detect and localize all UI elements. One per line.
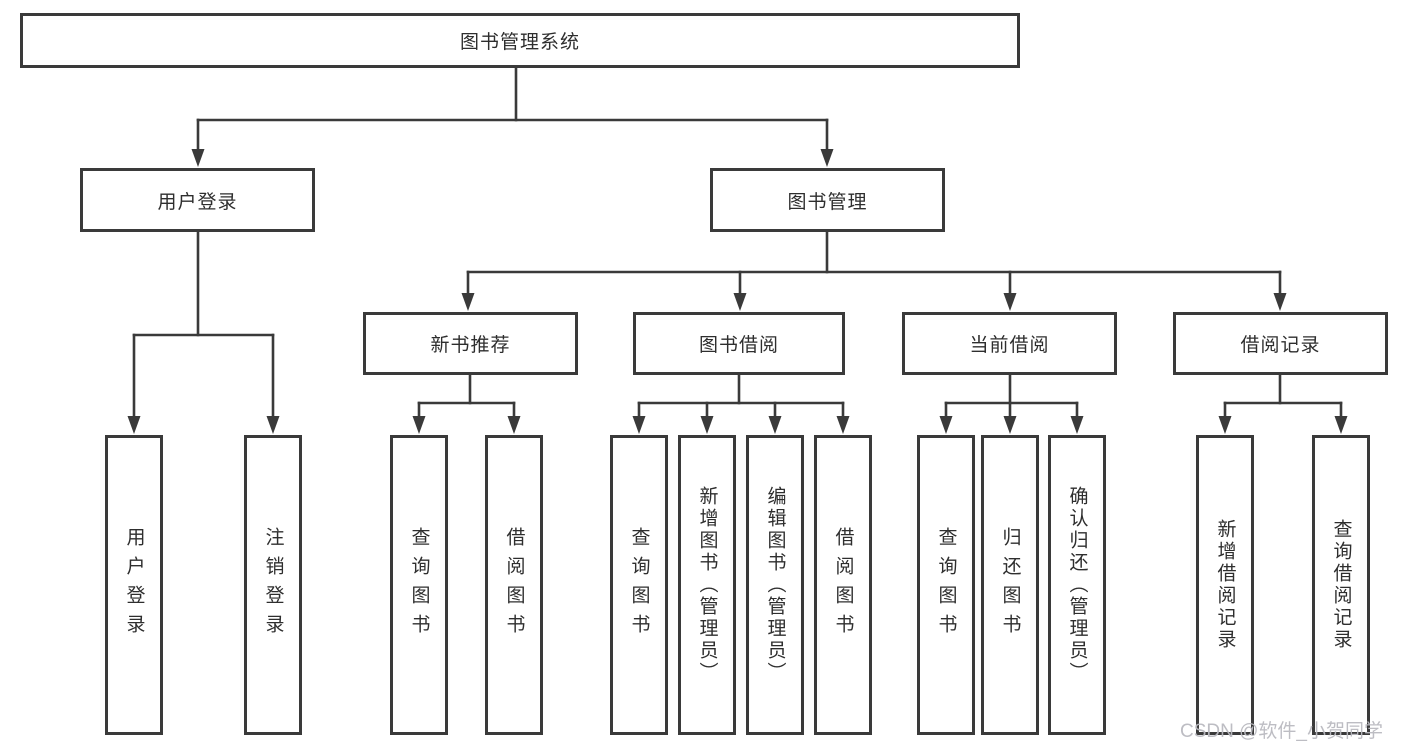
connector-book-management bbox=[461, 230, 1287, 311]
connector-current-borrow bbox=[939, 373, 1084, 434]
node-user-login: 用户登录 bbox=[80, 168, 315, 232]
leaf-add-book-admin: 新增图书（管理员） bbox=[678, 435, 736, 735]
leaf-borrow-books-2: 借阅图书 bbox=[814, 435, 872, 735]
connector-new-book-recommend bbox=[412, 373, 521, 434]
leaf-user-login: 用户登录 bbox=[105, 435, 163, 735]
node-new-book-recommend: 新书推荐 bbox=[363, 312, 578, 375]
csdn-watermark: CSDN @软件_小贺同学 bbox=[1180, 721, 1383, 742]
connector-user-login bbox=[127, 230, 280, 434]
leaf-query-books-3: 查询图书 bbox=[917, 435, 975, 735]
leaf-edit-book-admin: 编辑图书（管理员） bbox=[746, 435, 804, 735]
connector-borrow-records bbox=[1218, 373, 1348, 434]
node-book-management: 图书管理 bbox=[710, 168, 945, 232]
node-borrow-records: 借阅记录 bbox=[1173, 312, 1388, 375]
leaf-query-borrow-record: 查询借阅记录 bbox=[1312, 435, 1370, 735]
leaf-logout: 注销登录 bbox=[244, 435, 302, 735]
leaf-query-books-1: 查询图书 bbox=[390, 435, 448, 735]
leaf-borrow-books-1: 借阅图书 bbox=[485, 435, 543, 735]
leaf-return-book: 归还图书 bbox=[981, 435, 1039, 735]
leaf-confirm-return-admin: 确认归还（管理员） bbox=[1048, 435, 1106, 735]
connector-book-borrow bbox=[632, 373, 850, 434]
leaf-add-borrow-record: 新增借阅记录 bbox=[1196, 435, 1254, 735]
connector-root bbox=[191, 66, 834, 167]
node-root: 图书管理系统 bbox=[20, 13, 1020, 68]
node-book-borrow: 图书借阅 bbox=[633, 312, 845, 375]
leaf-query-books-2: 查询图书 bbox=[610, 435, 668, 735]
node-current-borrow: 当前借阅 bbox=[902, 312, 1117, 375]
